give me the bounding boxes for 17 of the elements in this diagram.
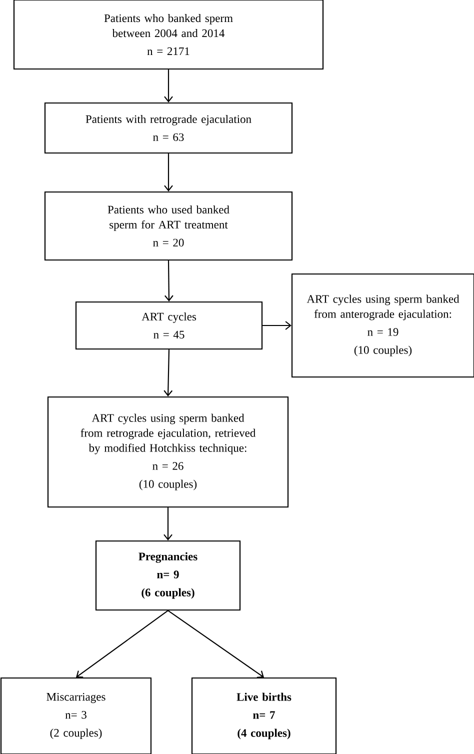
process-box: ART cycles using sperm banked from anterograde ejaculation: n = 19 (10 couples) — [291, 273, 474, 378]
arrow — [164, 350, 173, 396]
arrow — [262, 321, 292, 330]
process-box: ART cycles using sperm banked from retrograde ejaculation, retrieved by modified Hotchkiss technique: n = 26 (10 couples) — [47, 396, 289, 508]
process-box: Miscarriages n= 3 (2 couples) — [0, 677, 152, 754]
process-box: Patients who used banked sperm for ART treatment n = 20 — [44, 191, 293, 261]
arrow — [164, 70, 173, 102]
process-box: Patients with retrograde ejaculation n = 63 — [44, 102, 293, 154]
process-box: Live births n= 7 (4 couples) — [191, 677, 337, 754]
process-box: Pregnancies n= 9 (6 couples) — [95, 540, 241, 611]
process-box: ART cycles n = 45 — [75, 301, 263, 350]
process-box: Patients who banked sperm between 2004 and 2014 n = 2171 — [13, 0, 324, 70]
arrow — [164, 508, 172, 540]
arrow — [164, 154, 173, 192]
arrow — [164, 260, 174, 302]
arrow — [76, 610, 168, 678]
arrow — [168, 610, 264, 678]
